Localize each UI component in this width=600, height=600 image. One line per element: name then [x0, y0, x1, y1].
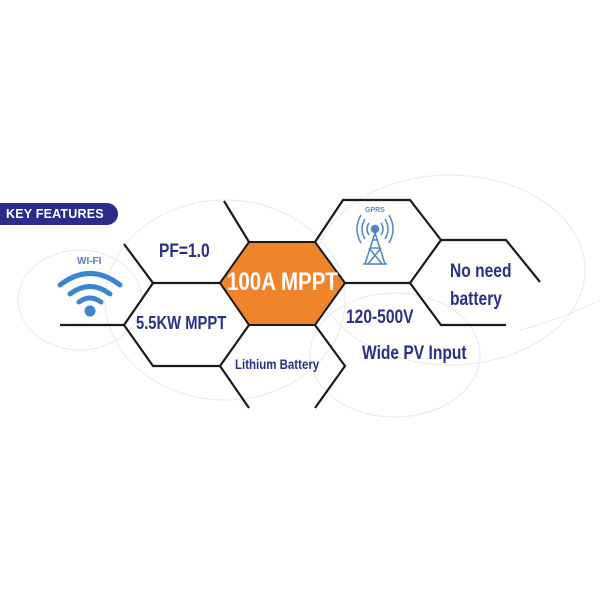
background-circles: [17, 174, 600, 418]
key-features-badge: KEY FEATURES: [0, 203, 118, 225]
voltage-label: 120-500V: [346, 307, 414, 328]
power-label: 5.5KW MPPT: [136, 313, 227, 333]
cell-tower-icon: [356, 214, 394, 265]
no-battery-label-line1: No need: [450, 261, 512, 282]
wifi-icon: [57, 271, 123, 317]
hex-lines: [60, 198, 541, 409]
center-feature-label: 100A MPPT: [227, 268, 338, 296]
lithium-label: Lithium Battery: [235, 356, 320, 372]
pf-label: PF=1.0: [159, 241, 210, 262]
no-battery-label-line2: battery: [450, 289, 502, 310]
gprs-label: GPRS: [365, 207, 385, 214]
pv-input-label: Wide PV Input: [362, 343, 467, 364]
wifi-label: WI-FI: [77, 256, 102, 267]
